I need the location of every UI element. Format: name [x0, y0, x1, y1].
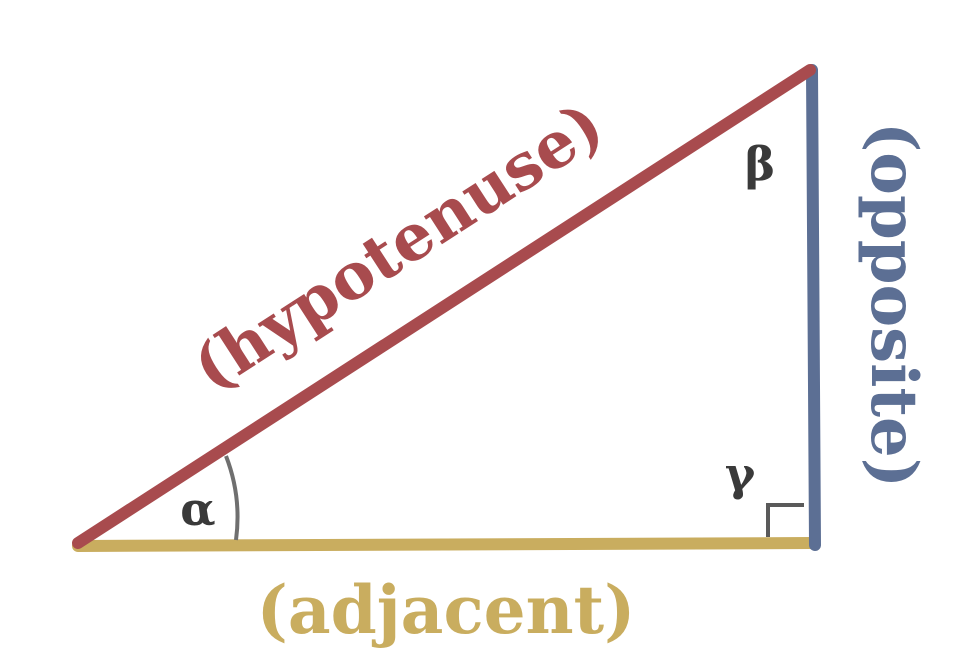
opposite-side — [806, 64, 821, 551]
alpha-label: α — [180, 482, 215, 536]
gamma-label: γ — [725, 447, 756, 501]
opposite-label: (opposite) — [856, 122, 931, 488]
beta-label: β — [745, 137, 776, 191]
hypotenuse-side — [72, 64, 816, 549]
adjacent-label: (adjacent) — [257, 571, 636, 649]
adjacent-side — [72, 537, 818, 552]
right-angle-marker — [766, 503, 804, 537]
alpha-angle-arc — [224, 455, 240, 541]
hypotenuse-label: (hypotenuse) — [180, 87, 617, 406]
